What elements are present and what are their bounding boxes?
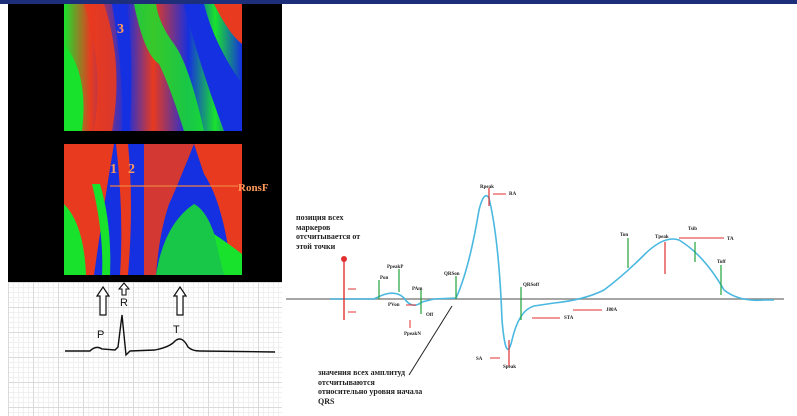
ronsf-label: RonsF [238, 182, 269, 194]
ecg-label-t: T [173, 324, 180, 336]
marker-label-st: STA [564, 316, 574, 321]
markers-position-note: позиция всех маркеров отсчитывается от э… [296, 213, 361, 251]
marker-label-pon: Pon [380, 276, 389, 281]
marker-label-ta: TA [727, 237, 734, 242]
ronsf-line [110, 185, 238, 187]
marker-label-pon2: PVon [388, 303, 400, 308]
arrow-up-right-icon [173, 286, 187, 316]
color-map-top [64, 4, 242, 131]
amplitude-pointer [408, 305, 453, 376]
marker-label-sa: SA [476, 357, 483, 362]
marker-label-rpeak: Rpeak [480, 185, 494, 190]
marker-label-off: Off [426, 313, 434, 318]
ecg-marker-diagram: Pon PpeakP PAm PVon Off PpeakN QRSon Rpe… [286, 185, 784, 376]
color-map-bottom [64, 144, 242, 275]
ecg-grid [8, 282, 282, 416]
ecg-label-p: P [97, 329, 105, 341]
marker-label-qrsoff: QRSoff [523, 283, 539, 288]
origin-marker-icon [341, 256, 347, 262]
marker-label-toff: Toff [717, 260, 726, 265]
arrow-up-mid-icon [118, 282, 130, 296]
map-label-2: 2 [128, 162, 135, 177]
marker-label-ton: Ton [620, 233, 628, 238]
marker-label-ppeakn: PpeakN [404, 332, 421, 337]
marker-label-jpoint: J80A [606, 308, 618, 313]
arrow-up-left-icon [96, 286, 110, 316]
marker-label-tpeak: Tpeak [655, 235, 669, 240]
marker-label-pam: PAm [412, 287, 423, 292]
marker-label-tsib: Tsib [688, 227, 697, 232]
ecg-label-r: R [120, 297, 128, 309]
map-label-1: 1 [110, 162, 117, 177]
top-bar [0, 0, 797, 4]
marker-label-ppeakp: PpeakP [387, 265, 403, 270]
ecg-trace [65, 314, 276, 357]
amplitude-note: значения всех амплитуд отсчитываются отн… [318, 368, 423, 406]
ecg-curve [330, 194, 774, 351]
marker-label-ra: RA [509, 192, 517, 197]
map-label-3: 3 [117, 22, 124, 37]
marker-label-qrson: QRSon [444, 272, 460, 277]
marker-label-speak: Speak [503, 365, 516, 370]
